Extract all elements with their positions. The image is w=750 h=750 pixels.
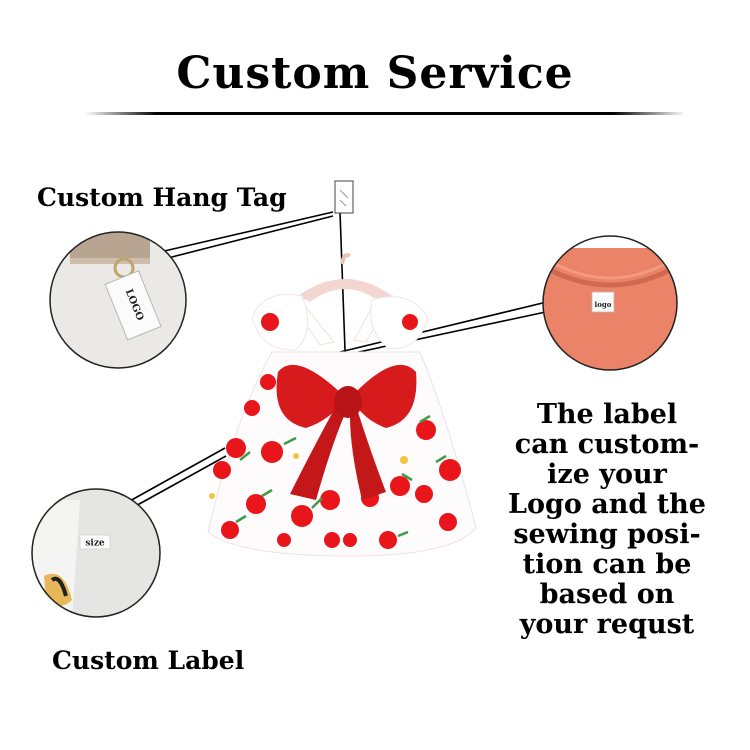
dress [207,293,477,557]
neck-label-text: logo [595,300,612,309]
description-line: ize your [547,459,667,490]
page-title: Custom Service [176,48,574,99]
description-line: sewing posi- [513,519,701,550]
custom-label-label: Custom Label [52,646,245,675]
custom-hang-tag-label: Custom Hang Tag [37,183,287,212]
leaf-print [235,414,447,538]
size-label-text: size [85,539,105,549]
hang-tag-closeup [49,231,187,369]
description-line: The label [536,399,678,430]
title-underline [85,112,685,115]
flower-print [209,453,408,499]
description-line: your requst [519,609,695,640]
description-line: can custom- [514,429,700,460]
neck-label-line-upper [339,299,556,353]
description-line: tion can be [522,549,692,580]
size-label-line-upper [127,447,226,503]
size-label-closeup [31,488,161,618]
size-label-line-lower [131,455,227,509]
neck-label-line-lower [339,309,556,357]
hanger [298,253,392,302]
hang-tag-small [334,180,354,214]
label-description: The label can custom- ize your Logo and … [492,400,722,640]
description-line: Logo and the [508,489,706,520]
description-line: based on [539,579,675,610]
cherry-print [213,313,461,549]
neck-label-closeup [542,235,678,371]
hang-tag-line-lower [159,215,334,261]
callout-lines [127,211,556,509]
red-bow [276,364,417,500]
hang-tag-line-upper [159,211,334,253]
